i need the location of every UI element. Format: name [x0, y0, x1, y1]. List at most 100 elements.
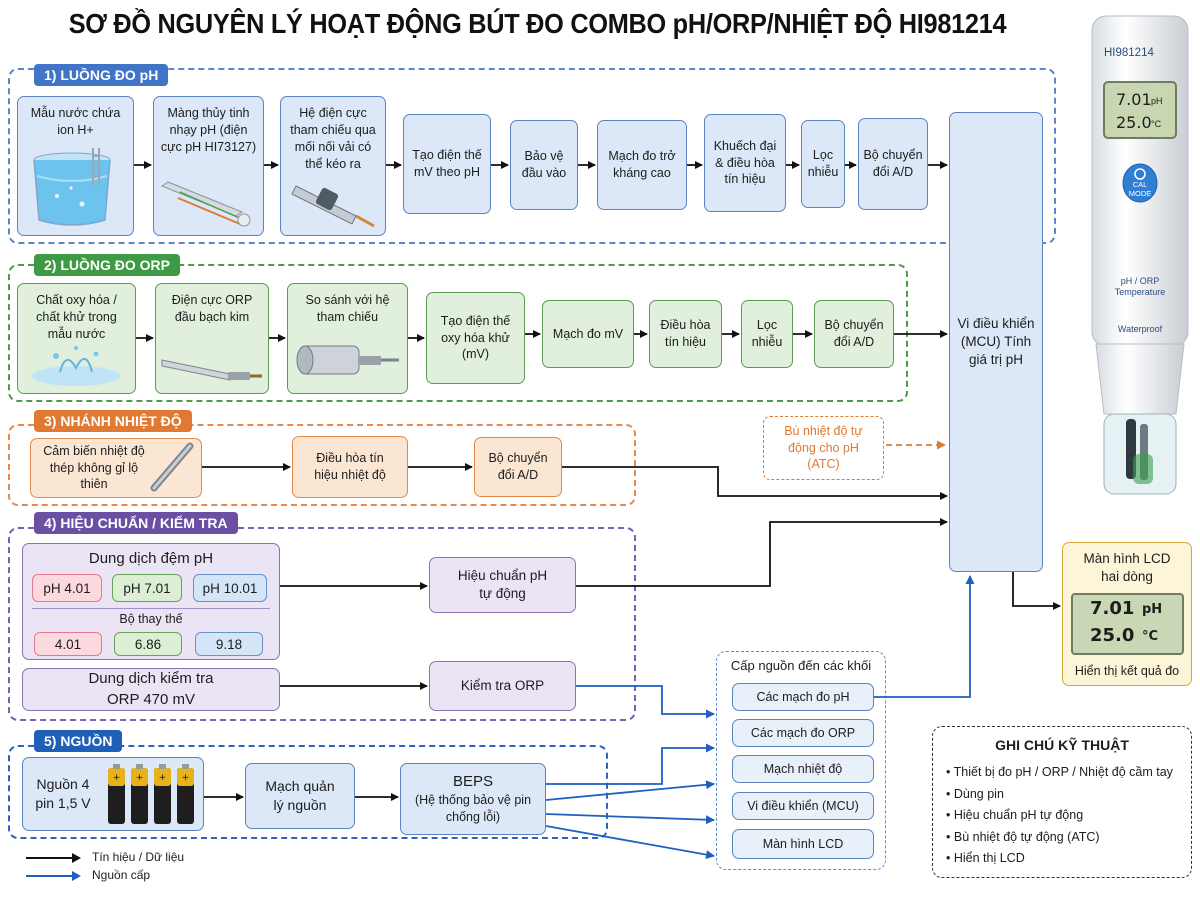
svg-text:+: + [113, 773, 121, 783]
note-item-text: Dùng pin [953, 786, 1004, 801]
note-item: • Thiết bị đo pH / ORP / Nhiệt độ cầm ta… [946, 765, 1173, 779]
device-label-2: Temperature [1114, 287, 1166, 297]
orp-compare-label: So sánh với hệ tham chiếu [305, 293, 390, 324]
ph-amp-label: Khuếch đại & điều hòa tín hiệu [713, 138, 777, 187]
device-label-1: pH / ORP [1120, 276, 1160, 286]
temp-section [8, 424, 636, 506]
power-dist-lcd-label: Màn hình LCD [762, 836, 844, 851]
temp-cond-box: Điều hòa tín hiệu nhiệt độ [292, 436, 408, 498]
lcd-line2-unit: °C [1142, 629, 1159, 644]
reference-system-icon [296, 345, 399, 375]
orp-section-tag: 2) LUỒNG ĐO ORP [34, 254, 181, 276]
tech-notes [932, 726, 1192, 878]
orp-adc-box: Bộ chuyển đổi A/D [814, 300, 894, 368]
ph-protect-label: Bảo vệ đầu vào [521, 149, 567, 180]
device-cal-button[interactable]: CAL MODE [1128, 180, 1152, 198]
power-manage-box: Mạch quản lý nguồn [245, 763, 355, 829]
cal-section [8, 527, 636, 721]
power-dist-orp: Các mạch đo ORP [732, 719, 874, 747]
ph-sample-label: Mẫu nước chứa ion H+ [30, 106, 121, 137]
temp-adc-box: Bộ chuyển đổi A/D [474, 437, 562, 497]
ph-highz-box: Mạch đo trở kháng cao [597, 120, 687, 210]
orp-sample-label: Chất oxy hóa / chất khử trong mẫu nước [36, 293, 117, 341]
ph-mv-label: Tạo điện thế mV theo pH [412, 148, 482, 179]
note-item: • Hiển thị LCD [946, 851, 1025, 865]
orp-check-label: Kiểm tra ORP [460, 677, 545, 693]
beps-desc: (Hệ thống bảo vệ pin chống lỗi) [414, 793, 532, 825]
orp-solution-box: Dung dịch kiểm tra ORP 470 mV [22, 668, 280, 711]
device-screen-line2: 25.0 [1116, 113, 1152, 132]
power-dist-title: Cấp nguồn đến các khối [730, 658, 872, 673]
orp-filter-label: Lọc nhiễu [751, 318, 783, 349]
water-beaker-icon [33, 148, 111, 226]
atc-label: Bù nhiệt độ tự động cho pH (ATC) [784, 423, 863, 472]
note-item: • Hiệu chuẩn pH tự động [946, 808, 1084, 822]
note-item-text: Hiển thị LCD [953, 851, 1025, 865]
device-screen-unit1: pH [1151, 96, 1163, 106]
ph-adc-box: Bộ chuyển đổi A/D [858, 118, 928, 210]
ph-adc-label: Bộ chuyển đổi A/D [863, 148, 923, 179]
device-model-label: HI981214 [1104, 47, 1154, 59]
orp-mv-box: Mạch đo mV [542, 300, 634, 368]
lcd-line1-unit: pH [1142, 602, 1163, 617]
ph-section-tag: 1) LUỒNG ĐO pH [34, 64, 169, 86]
mcu-label: Vi điều khiển (MCU) Tính giá trị pH [957, 315, 1035, 368]
power-section-tag: 5) NGUỒN [34, 730, 123, 752]
note-item-text: Hiệu chuẩn pH tự động [953, 808, 1084, 822]
lcd-line1-value: 7.01 [1090, 598, 1135, 619]
reference-junction-icon [291, 185, 375, 228]
lcd-title: Màn hình LCD hai dòng [1083, 551, 1171, 584]
auto-cal-label: Hiệu chuẩn pH tự động [457, 567, 548, 601]
alt-686: 6.86 [114, 632, 182, 656]
ph-highz-label: Mạch đo trở kháng cao [608, 149, 676, 180]
beps-title: BEPS [452, 773, 494, 790]
orp-cond-box: Điều hòa tín hiệu [649, 300, 722, 368]
lcd-caption: Hiển thị kết quả đo [1074, 664, 1180, 678]
device-screen-line1: 7.01 [1116, 90, 1152, 109]
orp-compare-box: So sánh với hệ tham chiếu [287, 283, 408, 394]
alt-401: 4.01 [34, 632, 102, 656]
buffer-ph701: pH 7.01 [112, 574, 182, 602]
orp-mv-label: Mạch đo mV [552, 326, 624, 341]
orp-check-box: Kiểm tra ORP [429, 661, 576, 711]
power-dist-orp-label: Các mạch đo ORP [750, 725, 856, 740]
beps-box: BEPS (Hệ thống bảo vệ pin chống lỗi) [400, 763, 546, 835]
tech-notes-title: GHI CHÚ KỸ THUẬT [995, 737, 1129, 753]
temp-sensor-label: Cảm biến nhiệt độ thép không gỉ lộ thiên [43, 443, 145, 492]
orp-adc-label: Bộ chuyển đổi A/D [824, 318, 884, 349]
alt-918: 9.18 [195, 632, 263, 656]
legend-power-arrow-icon [26, 871, 81, 881]
power-dist-lcd: Màn hình LCD [732, 829, 874, 859]
temp-cond-label: Điều hòa tín hiệu nhiệt độ [314, 451, 386, 482]
power-dist-ph-label: Các mạch đo pH [756, 689, 850, 704]
ph-protect-box: Bảo vệ đầu vào [510, 120, 578, 210]
auto-cal-box: Hiệu chuẩn pH tự động [429, 557, 576, 613]
power-dist-mcu: Vi điều khiển (MCU) [732, 792, 874, 820]
orp-cond-label: Điều hòa tín hiệu [660, 318, 711, 349]
battery-label: Nguồn 4 pin 1,5 V [35, 776, 91, 811]
ph-glass-box: Màng thủy tinh nhạy pH (điện cực pH HI73… [153, 96, 264, 236]
power-dist-group [716, 651, 886, 870]
ph-mv-box: Tạo điện thế mV theo pH [403, 114, 491, 214]
power-dist-ph: Các mạch đo pH [732, 683, 874, 711]
note-item: • Bù nhiệt độ tự động (ATC) [946, 829, 1100, 844]
ph-ref-label: Hệ điện cực tham chiếu qua mối nối vải c… [290, 106, 376, 171]
water-splash-icon [32, 346, 120, 386]
power-dist-temp-label: Mạch nhiệt độ [763, 761, 843, 776]
orp-potential-box: Tạo điện thế oxy hóa khử (mV) [426, 292, 525, 384]
note-item: • Dùng pin [946, 786, 1004, 801]
legend-signal-label: Tín hiệu / Dữ liệu [92, 850, 185, 864]
tech-notes-list: • Thiết bị đo pH / ORP / Nhiệt độ cầm ta… [946, 762, 1173, 870]
lcd-screen [1071, 593, 1184, 655]
note-item-text: Thiết bị đo pH / ORP / Nhiệt độ cầm tay [953, 765, 1173, 779]
power-manage-label: Mạch quản lý nguồn [265, 778, 335, 813]
orp-section [8, 264, 908, 402]
buffer-ph1001: pH 10.01 [193, 574, 267, 602]
temp-section-tag: 3) NHÁNH NHIỆT ĐỘ [34, 410, 192, 432]
orp-filter-box: Lọc nhiễu [741, 300, 793, 368]
legend-power-label: Nguồn cấp [92, 868, 151, 882]
atc-box: Bù nhiệt độ tự động cho pH (ATC) [763, 416, 884, 480]
device-pen-illustration [1091, 15, 1189, 495]
orp-electrode-icon [161, 359, 262, 381]
ph-electrode-icon [160, 181, 251, 227]
